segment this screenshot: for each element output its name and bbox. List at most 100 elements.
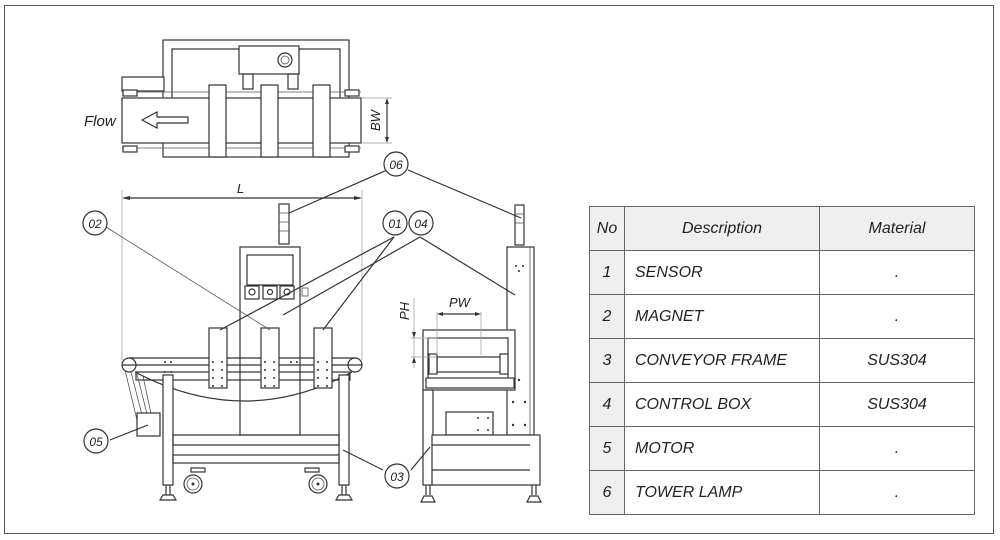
cell-material: SUS304 bbox=[819, 338, 975, 383]
bolt-dot bbox=[212, 385, 214, 387]
bolt-dot bbox=[164, 371, 166, 373]
bolt-dot bbox=[317, 377, 319, 379]
cell-description: TOWER LAMP bbox=[624, 470, 820, 515]
ph-dimension-label: PH bbox=[397, 301, 412, 320]
bolt-dot bbox=[317, 385, 319, 387]
cell-material: . bbox=[819, 426, 975, 471]
bolt-dot bbox=[264, 361, 266, 363]
callout-02: 02 bbox=[82, 210, 108, 236]
bolt-dot bbox=[273, 361, 275, 363]
svg-text:05: 05 bbox=[89, 435, 103, 449]
leader-lines bbox=[105, 169, 522, 471]
cell-no: 3 bbox=[589, 338, 625, 383]
side-base bbox=[431, 434, 541, 486]
bolt-dot bbox=[221, 361, 223, 363]
cell-no: 4 bbox=[589, 382, 625, 427]
top-view-motor-box bbox=[121, 76, 165, 92]
header-description: Description bbox=[624, 206, 820, 251]
callout-03: 03 bbox=[384, 463, 410, 489]
caster-wheel-right bbox=[308, 474, 328, 494]
bolt-dot bbox=[296, 361, 298, 363]
bolt-dot bbox=[212, 361, 214, 363]
side-tower-lamp bbox=[514, 204, 525, 246]
bolt-dot bbox=[326, 377, 328, 379]
bolt-dot bbox=[164, 361, 166, 363]
header-no: No bbox=[589, 206, 625, 251]
bolt-dot bbox=[317, 361, 319, 363]
front-sensor-3 bbox=[313, 327, 333, 389]
flow-label: Flow bbox=[84, 113, 117, 130]
bolt-dot bbox=[221, 377, 223, 379]
cell-description: MOTOR bbox=[624, 426, 820, 471]
bolt-dot bbox=[264, 385, 266, 387]
table-header-row: No Description Material bbox=[589, 206, 975, 251]
cell-description: CONTROL BOX bbox=[624, 382, 820, 427]
front-view: L bbox=[121, 181, 363, 501]
cell-no: 1 bbox=[589, 250, 625, 295]
cell-material: . bbox=[819, 470, 975, 515]
top-view-sensor-1 bbox=[208, 84, 227, 158]
bolt-dot bbox=[264, 377, 266, 379]
side-pass-opening bbox=[436, 356, 502, 373]
callout-06: 06 bbox=[383, 151, 409, 177]
bolt-dot bbox=[326, 361, 328, 363]
bolt-dot bbox=[212, 369, 214, 371]
bolt-dot bbox=[273, 369, 275, 371]
frame-rail bbox=[172, 434, 340, 446]
callout-01: 01 bbox=[382, 210, 408, 236]
top-view: Flow BW bbox=[84, 39, 392, 158]
bolt-dot bbox=[221, 385, 223, 387]
cell-material: . bbox=[819, 250, 975, 295]
top-view-head-box bbox=[238, 45, 300, 75]
cell-material: . bbox=[819, 294, 975, 339]
motor bbox=[136, 412, 161, 437]
callouts: 06 02 01 04 05 03 bbox=[82, 151, 434, 489]
frame-leg-left bbox=[162, 374, 174, 486]
side-view: PW PH bbox=[397, 204, 542, 503]
bw-dimension-label: BW bbox=[368, 108, 383, 131]
drawing-border bbox=[4, 5, 994, 534]
svg-text:04: 04 bbox=[414, 217, 428, 231]
pw-dimension-label: PW bbox=[449, 295, 472, 310]
cell-description: MAGNET bbox=[624, 294, 820, 339]
top-view-knob-icon bbox=[277, 52, 293, 68]
svg-text:01: 01 bbox=[388, 217, 401, 231]
bolt-dot bbox=[170, 371, 172, 373]
cell-no: 2 bbox=[589, 294, 625, 339]
control-screen bbox=[246, 254, 294, 286]
cell-description: SENSOR bbox=[624, 250, 820, 295]
bolt-dot bbox=[326, 369, 328, 371]
bolt-dot bbox=[221, 369, 223, 371]
bolt-dot bbox=[317, 369, 319, 371]
bolt-dot bbox=[326, 385, 328, 387]
cell-material: SUS304 bbox=[819, 382, 975, 427]
callout-05: 05 bbox=[83, 428, 109, 454]
bolt-dot bbox=[212, 377, 214, 379]
bolt-dot bbox=[264, 369, 266, 371]
svg-text:03: 03 bbox=[390, 470, 404, 484]
bolt-dot bbox=[290, 361, 292, 363]
svg-text:06: 06 bbox=[389, 158, 403, 172]
caster-wheel-left bbox=[183, 474, 203, 494]
callout-04: 04 bbox=[408, 210, 434, 236]
flow-arrow-icon bbox=[140, 111, 189, 129]
cell-description: CONVEYOR FRAME bbox=[624, 338, 820, 383]
front-sensor-1 bbox=[208, 327, 228, 389]
top-view-sensor-2 bbox=[260, 84, 279, 158]
front-sensor-2 bbox=[260, 327, 280, 389]
bolt-dot bbox=[273, 377, 275, 379]
bolt-dot bbox=[170, 361, 172, 363]
l-dimension-label: L bbox=[237, 181, 244, 196]
bolt-dot bbox=[273, 385, 275, 387]
top-view-sensor-3 bbox=[312, 84, 331, 158]
cell-no: 6 bbox=[589, 470, 625, 515]
header-material: Material bbox=[819, 206, 975, 251]
